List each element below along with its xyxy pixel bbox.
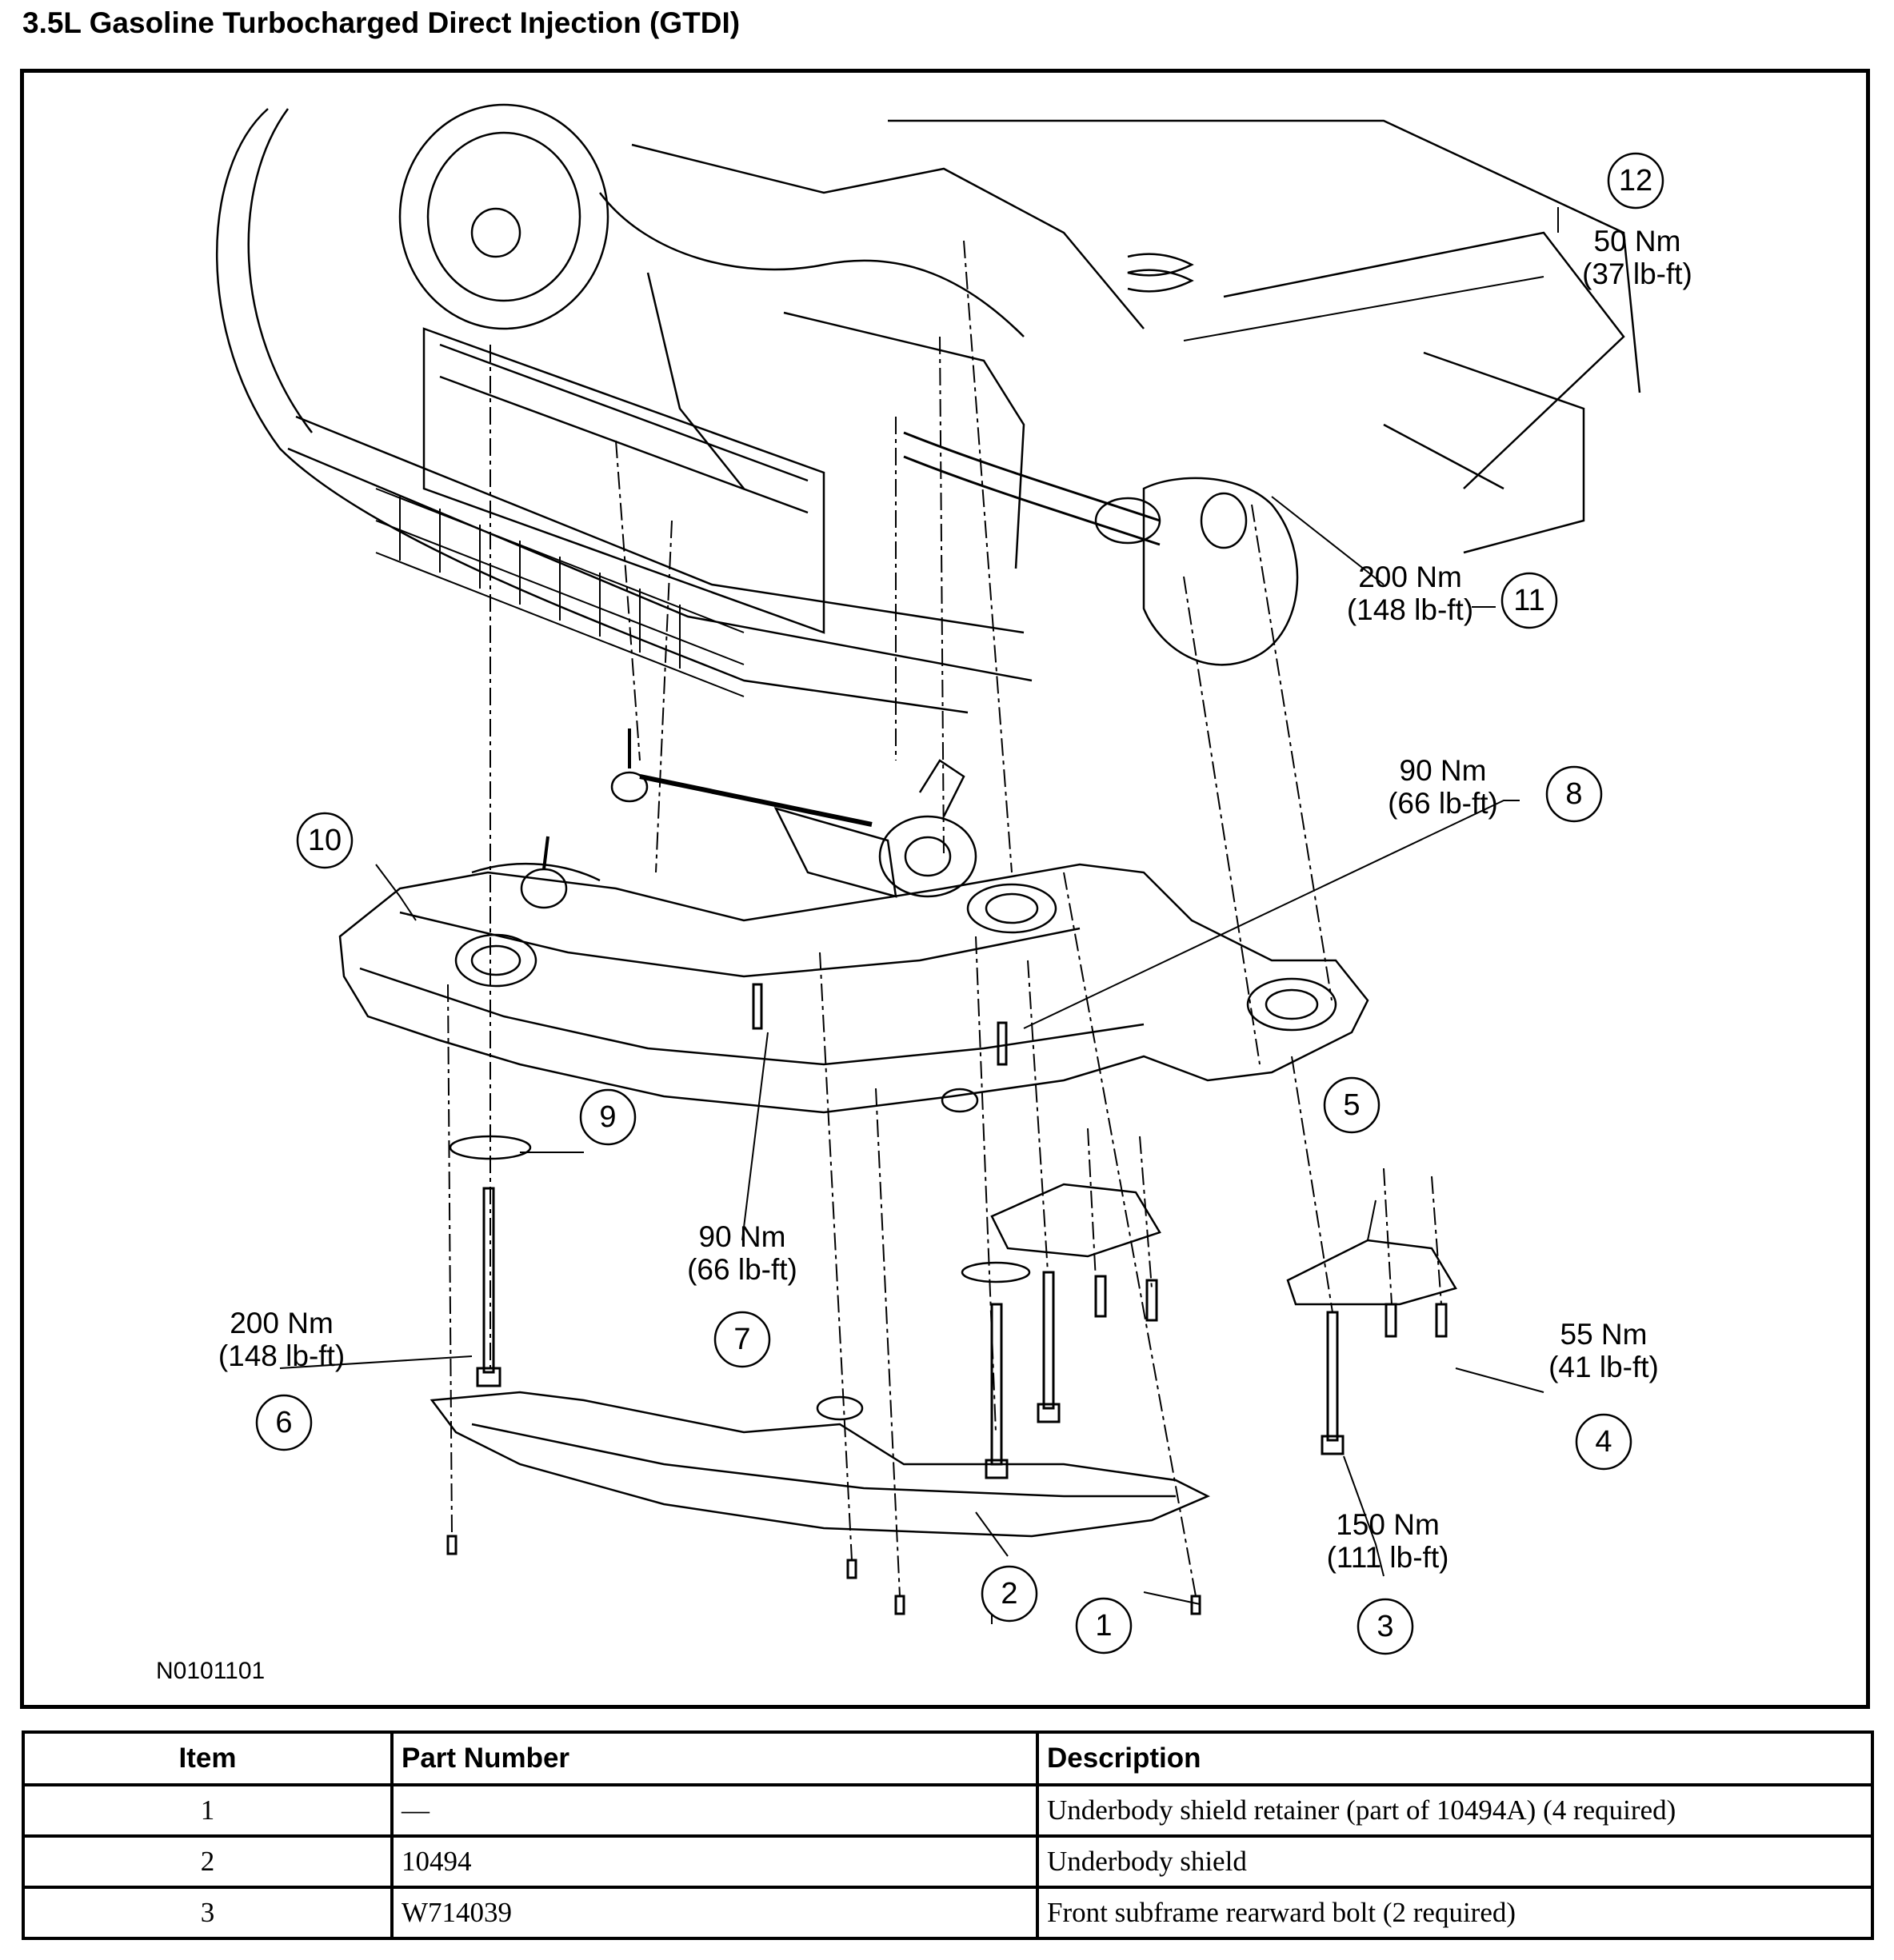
parts-table: Item Part Number Description 1 — Underbo… [22, 1730, 1874, 1940]
callout-circle-4 [1575, 1413, 1632, 1471]
alignment-lines [447, 240, 1442, 1597]
torque-lbft-4: (41 lb-ft) [1548, 1351, 1659, 1383]
callout-circle-12 [1607, 152, 1664, 210]
engine-bay-drawing [215, 103, 1641, 714]
callout-number-8: 8 [1565, 777, 1582, 811]
subframe-drawing [338, 729, 1457, 1615]
callout-number-5: 5 [1343, 1088, 1360, 1122]
torque-nm-6: 200 Nm [230, 1307, 334, 1339]
cell-part-number: — [390, 1783, 1039, 1838]
cell-description: Front subframe rearward bolt (2 required… [1036, 1886, 1874, 1940]
callout-circle-10 [296, 812, 354, 869]
callout-number-4: 4 [1595, 1425, 1612, 1459]
callout-number-10: 10 [308, 824, 342, 857]
torque-lbft-8: (66 lb-ft) [1388, 787, 1498, 820]
callout-number-11: 11 [1513, 584, 1544, 617]
section-heading: 3.5L Gasoline Turbocharged Direct Inject… [22, 6, 741, 39]
cell-item: 1 [22, 1783, 394, 1838]
torque-lbft-11: (148 lb-ft) [1347, 593, 1473, 626]
cell-description: Underbody shield retainer (part of 10494… [1036, 1783, 1874, 1838]
cell-item: 2 [22, 1834, 394, 1889]
callout-number-12: 12 [1619, 164, 1652, 198]
callout-number-6: 6 [275, 1406, 292, 1439]
callout-circle-11 [1500, 572, 1558, 629]
callout-circle-6 [255, 1394, 313, 1451]
cell-description: Underbody shield [1036, 1834, 1874, 1889]
torque-nm-12: 50 Nm [1594, 225, 1681, 257]
torque-nm-4: 55 Nm [1560, 1318, 1648, 1351]
cell-item: 3 [22, 1886, 394, 1940]
column-header-description: Description [1036, 1730, 1874, 1786]
callout-circle-1 [1075, 1597, 1133, 1655]
table-row: 3 W714039 Front subframe rearward bolt (… [22, 1886, 1874, 1940]
callout-circle-9 [579, 1088, 637, 1146]
torque-lbft-12: (37 lb-ft) [1582, 257, 1692, 290]
torque-nm-3: 150 Nm [1336, 1508, 1440, 1541]
callout-number-9: 9 [599, 1100, 616, 1134]
callout-number-7: 7 [733, 1323, 750, 1356]
callout-circle-2 [981, 1565, 1038, 1623]
table-row: 1 — Underbody shield retainer (part of 1… [22, 1783, 1874, 1838]
exploded-view-figure: 1 2 3 4 5 6 7 8 9 10 11 12 150 Nm (111 l… [20, 69, 1870, 1709]
illustration: 1 2 3 4 5 6 7 8 9 10 11 12 150 Nm (111 l… [156, 103, 1692, 1684]
callout-circle-8 [1545, 765, 1603, 823]
torque-nm-11: 200 Nm [1358, 561, 1462, 593]
cell-part-number: 10494 [390, 1834, 1039, 1889]
figure-id: N0101101 [156, 1658, 265, 1684]
torque-lbft-7: (66 lb-ft) [687, 1253, 797, 1286]
table-header-row: Item Part Number Description [22, 1730, 1874, 1786]
torque-lbft-3: (111 lb-ft) [1327, 1541, 1449, 1574]
callout-circle-7 [713, 1311, 771, 1368]
leader-lines [279, 207, 1559, 1624]
torque-nm-7: 90 Nm [699, 1220, 786, 1253]
torque-nm-8: 90 Nm [1400, 754, 1487, 787]
column-header-item: Item [22, 1730, 394, 1786]
column-header-part-number: Part Number [390, 1730, 1039, 1786]
callout-number-3: 3 [1377, 1610, 1393, 1643]
callout-circle-3 [1357, 1598, 1414, 1655]
torque-lbft-6: (148 lb-ft) [218, 1339, 345, 1372]
callout-number-2: 2 [1001, 1577, 1017, 1611]
callout-circles [255, 152, 1664, 1655]
callout-circle-5 [1323, 1076, 1381, 1134]
table-row: 2 10494 Underbody shield [22, 1834, 1874, 1889]
callout-number-1: 1 [1095, 1609, 1112, 1643]
cell-part-number: W714039 [390, 1886, 1039, 1940]
